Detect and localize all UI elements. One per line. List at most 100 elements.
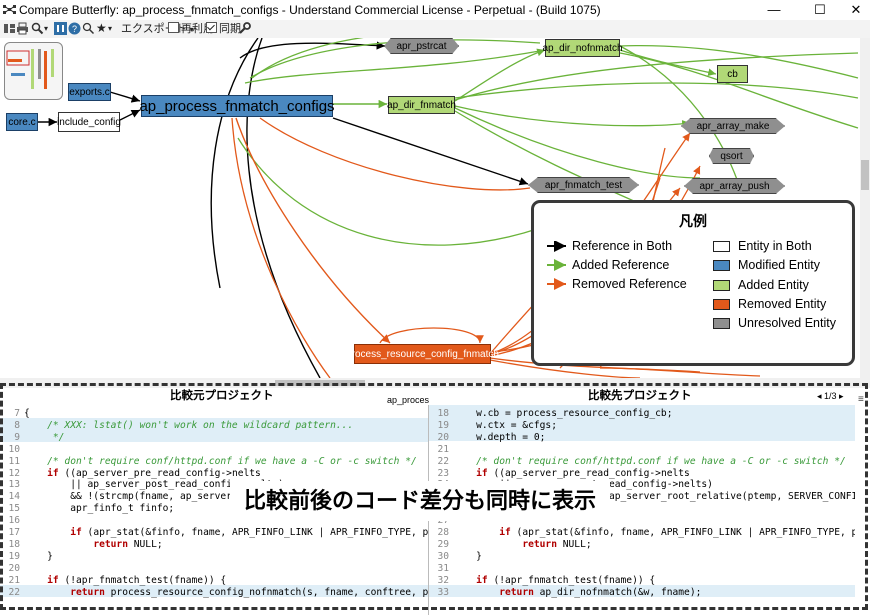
left-code-line: { — [24, 408, 30, 419]
right-code-line: if ((ap_server_pre_read_config->nelts — [476, 467, 690, 479]
graph-minimap[interactable] — [4, 42, 63, 100]
left-line-number: 22 — [8, 586, 20, 598]
node-cb[interactable]: cb — [717, 65, 748, 83]
legend-removed-entity: Removed Entity — [738, 297, 827, 311]
diff-highlight-right — [429, 405, 855, 441]
right-line-number: 22 — [437, 455, 449, 467]
left-line-number: 15 — [8, 503, 20, 515]
wrench-icon[interactable] — [238, 22, 251, 35]
right-code-line: } — [453, 550, 482, 562]
graph-view-icon[interactable] — [54, 22, 67, 35]
legend-swatch-modified — [713, 260, 730, 271]
sync-label: 同期 — [219, 23, 241, 35]
right-code-line: /* don't require conf/httpd.conf if we h… — [453, 455, 846, 467]
title-bar: Compare Butterfly: ap_process_fnmatch_co… — [0, 0, 870, 20]
node-qsort[interactable]: qsort — [709, 148, 754, 164]
window-title: Compare Butterfly: ap_process_fnmatch_co… — [19, 3, 601, 17]
legend-removed-reference: Removed Reference — [572, 277, 687, 291]
right-line-number: 30 — [437, 550, 449, 562]
diff-counter: 1/3 — [824, 391, 837, 401]
left-code-line: */ — [24, 431, 65, 443]
right-code-line: w.cb = process_resource_config_cb; — [453, 408, 673, 419]
legend-swatch-removed — [713, 299, 730, 310]
right-line-number: 32 — [437, 574, 449, 586]
legend-added-reference: Added Reference — [572, 258, 670, 272]
left-line-number: 19 — [8, 550, 20, 562]
left-code-line: return NULL; — [93, 538, 163, 550]
next-diff-icon[interactable]: ▸ — [836, 391, 844, 401]
right-code-line: return NULL; — [522, 538, 592, 550]
code-pane-left[interactable]: 比較元プロジェクト 7{8 /* XXX: lstat() won't work… — [0, 388, 428, 615]
node-ap-dir-nofnmatch[interactable]: ap_dir_nofnmatch — [542, 39, 623, 57]
legend-modified-entity: Modified Entity — [738, 258, 820, 272]
minimap-preview — [6, 49, 54, 89]
right-code-line: if (!apr_fnmatch_test(fname)) { — [476, 574, 656, 586]
left-line-number: 20 — [8, 562, 20, 574]
star-icon[interactable]: ★ — [96, 21, 107, 35]
right-code-line: w.depth = 0; — [453, 431, 546, 443]
legend-reference-in-both: Reference in Both — [572, 239, 673, 253]
left-line-number: 8 — [14, 419, 20, 431]
info-icon[interactable]: ? — [68, 22, 81, 35]
left-line-number: 11 — [8, 455, 20, 467]
maximize-button[interactable]: ☐ — [814, 2, 826, 17]
right-line-number: 29 — [437, 538, 449, 550]
left-code-line: if ((ap_server_pre_read_config->nelts — [47, 467, 261, 479]
close-button[interactable]: ✕ — [850, 2, 862, 17]
layout-icon[interactable] — [3, 22, 16, 35]
node-core-c[interactable]: core.c — [6, 113, 38, 131]
left-line-number: 13 — [8, 479, 20, 491]
legend-edge-arrows — [547, 241, 566, 290]
right-line-number: 23 — [437, 467, 449, 479]
minimize-button[interactable]: — — [767, 2, 781, 17]
node-apr-array-make[interactable]: apr_array_make — [681, 118, 785, 134]
right-line-number: 33 — [437, 586, 449, 598]
reuse-checkbox-box[interactable] — [168, 22, 179, 33]
left-line-number: 18 — [8, 538, 20, 550]
print-icon[interactable] — [16, 22, 29, 35]
left-line-number: 14 — [8, 491, 20, 503]
right-line-number: 19 — [437, 419, 449, 431]
node-process-resource-config-fnmatch[interactable]: process_resource_config_fnmatch — [346, 344, 499, 364]
search-icon[interactable] — [82, 22, 95, 35]
left-code-line: /* XXX: lstat() won't work on the wildca… — [24, 419, 354, 431]
legend-added-entity: Added Entity — [738, 278, 809, 292]
graph-vertical-scroll-thumb[interactable] — [861, 160, 869, 190]
zoom-dropdown-arrow[interactable]: ▾ — [44, 24, 49, 33]
diff-highlight-right-2 — [429, 585, 855, 597]
previous-diff-icon[interactable]: ◂ — [817, 391, 825, 401]
node-include-config[interactable]: include_config — [57, 112, 121, 132]
left-code-line: apr_finfo_t finfo; — [24, 503, 175, 515]
right-line-number: 28 — [437, 527, 449, 538]
legend-panel: 凡例 Reference in Both Added Reference Rem… — [531, 200, 855, 366]
favorites-dropdown-arrow[interactable]: ▾ — [108, 24, 113, 33]
left-code-line: if (!apr_fnmatch_test(fname)) { — [47, 574, 227, 586]
graph-vertical-scrollbar[interactable] — [860, 38, 870, 378]
right-line-number: 31 — [437, 562, 449, 574]
node-apr-array-push[interactable]: apr_array_push — [684, 178, 785, 194]
code-diff-callout-frame — [0, 383, 868, 610]
left-code-line: && !(strcmp(fname, ap_server_root_r — [24, 491, 273, 503]
node-apr-pstrcat[interactable]: apr_pstrcat — [384, 38, 459, 54]
code-pane-right[interactable]: 比較先プロジェクト ◂ 1/3 ▸ 18 w.cb = process_reso… — [429, 388, 855, 615]
sync-checkbox-box[interactable] — [206, 22, 217, 33]
right-line-number: 21 — [437, 443, 449, 455]
left-line-number: 21 — [8, 574, 20, 586]
node-ap-process-fnmatch-configs[interactable]: ap_process_fnmatch_configs — [139, 95, 335, 117]
code-pane-menu-icon[interactable]: ≡ — [858, 394, 864, 405]
left-code-line: } — [24, 550, 53, 562]
legend-unresolved-entity: Unresolved Entity — [738, 316, 836, 330]
node-apr-fnmatch-test[interactable]: apr_fnmatch_test — [528, 177, 639, 193]
zoom-icon[interactable] — [31, 22, 44, 35]
left-code-line: /* don't require conf/httpd.conf if we h… — [24, 455, 417, 467]
diff-highlight-left-2 — [0, 585, 428, 597]
node-exports-c[interactable]: exports.c — [68, 83, 111, 101]
right-pane-title: 比較先プロジェクト — [588, 390, 692, 402]
diff-navigation[interactable]: ◂ 1/3 ▸ — [817, 388, 844, 405]
legend-title: 凡例 — [679, 213, 707, 229]
left-line-number: 17 — [8, 527, 20, 538]
callout-banner: 比較前後のコード差分も同時に表示 — [230, 481, 611, 521]
left-line-number: 10 — [8, 443, 20, 455]
sync-checkbox[interactable]: 同期 — [206, 21, 241, 37]
node-ap-dir-fnmatch[interactable]: ap_dir_fnmatch — [387, 96, 456, 114]
